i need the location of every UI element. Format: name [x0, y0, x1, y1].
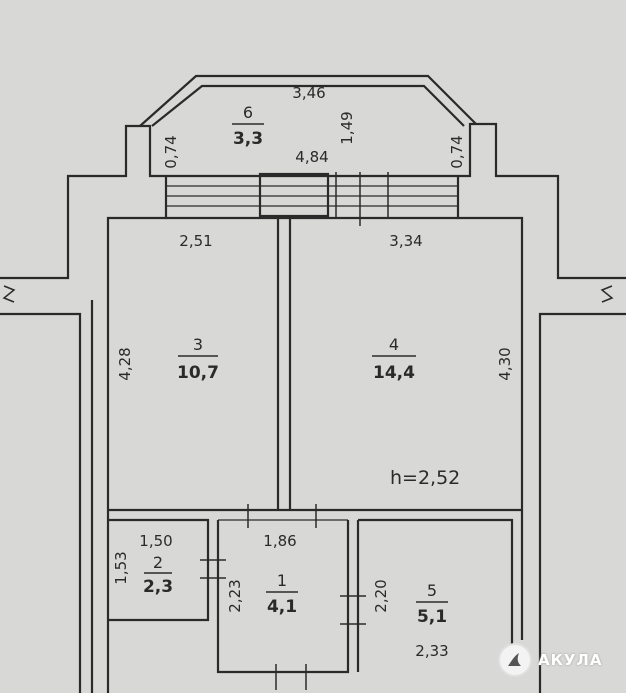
room4-number: 4 [389, 335, 399, 354]
shark-fin-icon [500, 645, 530, 675]
room2-number: 2 [153, 553, 163, 572]
room1-number: 1 [277, 571, 287, 590]
room3-area: 10,7 [177, 363, 219, 383]
partition-3-4 [276, 218, 292, 510]
wall-outer-left-top [0, 124, 166, 280]
dim-room5-width: 2,33 [415, 642, 448, 660]
wall-inner-left [106, 176, 168, 693]
dim-room1-width: 1,86 [263, 532, 296, 550]
dim-balcony-inner: 4,84 [295, 148, 328, 166]
watermark-text: АКУЛА [538, 651, 603, 669]
wall-outer-right-top [458, 122, 626, 280]
room1-area: 4,1 [267, 597, 297, 617]
dim-balcony-top: 3,46 [292, 84, 325, 102]
room6-number: 6 [243, 103, 253, 122]
dim-balcony-right: 0,74 [448, 135, 466, 168]
break-mark-right [600, 285, 614, 303]
wall-outer-left [0, 312, 82, 693]
dim-room3-height: 4,28 [116, 347, 134, 380]
dim-room2-height: 1,53 [112, 551, 130, 584]
window-mullions [335, 172, 389, 226]
balcony-door-block [258, 172, 330, 218]
break-mark-left [2, 285, 16, 303]
dim-balcony-left: 0,74 [162, 135, 180, 168]
entrance-ticks [275, 664, 307, 690]
walls [0, 74, 626, 693]
room3-number: 3 [193, 335, 203, 354]
room2-area: 2,3 [143, 577, 173, 597]
balcony-inner [151, 84, 465, 127]
room5-number: 5 [427, 581, 437, 600]
dim-room4-height: 4,30 [496, 347, 514, 380]
room6-area: 3,3 [233, 129, 263, 149]
dim-room3-width: 2,51 [179, 232, 212, 250]
room2-walls [108, 518, 210, 622]
balcony-outer [139, 74, 477, 127]
door-ticks-room2 [200, 559, 226, 579]
dim-room4-width: 3,34 [389, 232, 422, 250]
room5-top [358, 518, 514, 660]
dim-room1-height: 2,23 [226, 579, 244, 612]
room4-area: 14,4 [373, 363, 415, 383]
dim-balcony-depth: 1,49 [338, 111, 356, 144]
door-ticks-room1 [247, 504, 317, 528]
dim-room5-height: 2,20 [372, 579, 390, 612]
ceiling-height: h=2,52 [390, 467, 460, 489]
wall-inner-right [456, 176, 524, 640]
door-ticks-room5 [340, 595, 366, 625]
watermark: АКУЛА [500, 640, 620, 680]
dim-room2-width: 1,50 [139, 532, 172, 550]
wall-outer-right [538, 312, 626, 693]
room5-area: 5,1 [417, 607, 447, 627]
